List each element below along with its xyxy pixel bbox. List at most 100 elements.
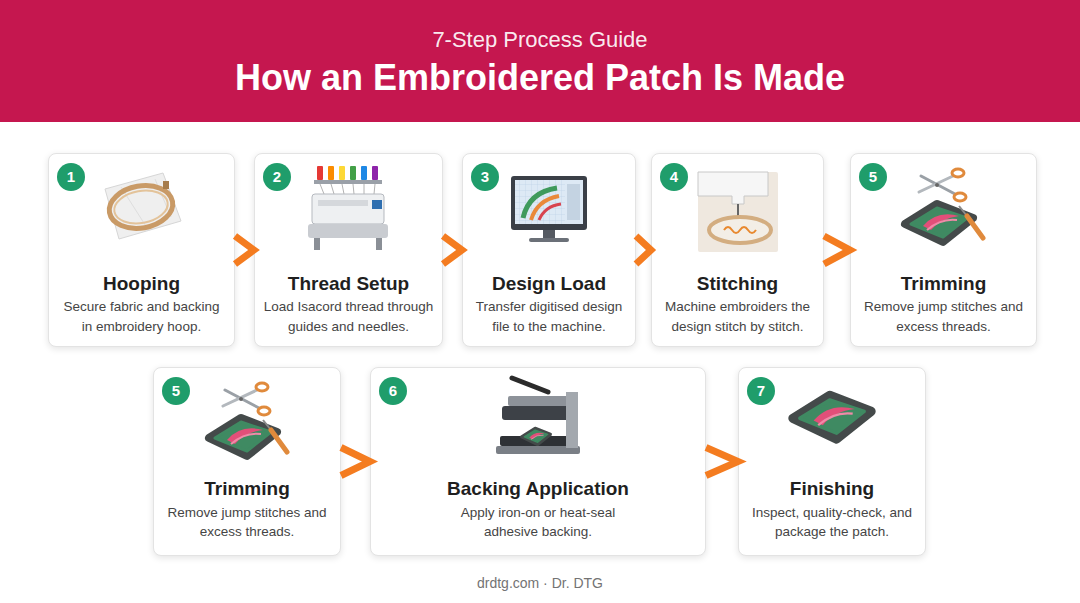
page-title: How an Embroidered Patch Is Made: [0, 57, 1080, 99]
thread-spool: [350, 166, 356, 180]
press-heat-plate: [502, 406, 574, 420]
step-title: Stitching: [652, 273, 823, 295]
heat-press-icon: [496, 378, 580, 454]
step-title: Finishing: [739, 478, 925, 500]
machine-body: [312, 194, 384, 224]
step-card: StitchingMachine embroiders the design s…: [651, 153, 824, 347]
design-arc: [523, 188, 557, 218]
thread-spool: [317, 166, 323, 180]
step-description: Secure fabric and backing in embroidery …: [61, 297, 222, 337]
hoop-ring: [106, 181, 176, 233]
design-arc: [531, 196, 559, 220]
step-title: Trimming: [154, 478, 340, 500]
step-number: 2: [263, 163, 291, 191]
hoop-icon: [105, 173, 181, 239]
monitor-neck: [543, 230, 555, 238]
monitor-frame: [511, 176, 587, 230]
step-number: 4: [660, 163, 688, 191]
monitor-screen: [515, 180, 583, 224]
footer-credit: drdtg.com · Dr. DTG: [0, 574, 1080, 592]
number-badge: 3: [471, 163, 499, 191]
step-card: Design LoadTransfer digitised design fil…: [462, 153, 636, 347]
stitching-icon: [698, 172, 778, 252]
step-title: Trimming: [851, 273, 1036, 295]
press-top: [508, 396, 568, 406]
number-badge: 5: [859, 163, 887, 191]
step-title: Hooping: [49, 273, 234, 295]
needle: [737, 204, 739, 222]
thread-spool: [328, 166, 334, 180]
trimming-icon: [905, 169, 983, 242]
flow-arrow: [443, 236, 462, 264]
design-arc: [539, 204, 561, 220]
step-number: 1: [57, 163, 85, 191]
finished-patch-icon: [793, 395, 871, 439]
step-number: 7: [747, 377, 775, 405]
monitor-icon: [511, 176, 587, 242]
press-handle: [512, 378, 548, 392]
flow-arrow: [636, 236, 651, 264]
stitched-thread: [724, 227, 756, 233]
step-title: Thread Setup: [255, 273, 442, 295]
spool-rack: [314, 180, 382, 184]
hoop-inner-ring: [112, 187, 171, 228]
hoop-screw: [163, 181, 169, 189]
flow-arrow: [706, 448, 738, 476]
machine-base: [308, 224, 388, 238]
step-description: Remove jump stitches and excess threads.: [861, 297, 1026, 337]
step-description: Apply iron-on or heat-seal adhesive back…: [443, 503, 633, 541]
step-card: Thread SetupLoad Isacord thread through …: [254, 153, 443, 347]
flow-arrow: [824, 236, 850, 264]
machine-screen: [372, 200, 382, 209]
step-number: 3: [471, 163, 499, 191]
press-platen: [500, 436, 576, 446]
step-card: TrimmingRemove jump stitches and excess …: [850, 153, 1037, 347]
number-badge: 6: [379, 377, 407, 405]
press-base: [496, 446, 580, 454]
step-number: 6: [379, 377, 407, 405]
step-description: Machine embroiders the design stitch by …: [660, 297, 815, 337]
thread-line: [320, 184, 375, 194]
thread-spool: [361, 166, 367, 180]
step-card: FinishingInspect, quality-check, and pac…: [738, 367, 926, 556]
step-description: Inspect, quality-check, and package the …: [747, 503, 917, 541]
step-card: Backing ApplicationApply iron-on or heat…: [370, 367, 706, 556]
trimming-icon: [209, 383, 287, 456]
number-badge: 2: [263, 163, 291, 191]
header-band: How an Embroidered Patch Is Made 7-Step P…: [0, 0, 1080, 122]
number-badge: 5: [162, 377, 190, 405]
step-title: Backing Application: [371, 478, 705, 500]
screen-grid: [515, 180, 565, 224]
hoop-ring: [709, 217, 771, 243]
thread-spool: [339, 166, 345, 180]
machine-leg: [314, 238, 320, 250]
monitor-base: [529, 238, 569, 242]
step-card: TrimmingRemove jump stitches and excess …: [153, 367, 341, 556]
machine-leg: [376, 238, 382, 250]
press-column: [566, 392, 578, 448]
number-badge: 4: [660, 163, 688, 191]
machine-heads: [318, 200, 368, 206]
photo-backdrop: [698, 172, 778, 252]
step-number: 5: [859, 163, 887, 191]
step-number: 5: [162, 377, 190, 405]
fabric-square: [105, 173, 181, 239]
flow-arrow: [341, 448, 370, 476]
machine-arm: [698, 172, 768, 204]
step-description: Transfer digitised design file to the ma…: [471, 297, 627, 337]
machine-icon: [308, 166, 388, 250]
flow-arrow: [235, 236, 254, 264]
patch-icon: [522, 428, 551, 444]
number-badge: 7: [747, 377, 775, 405]
number-badge: 1: [57, 163, 85, 191]
subtitle: 7-Step Process Guide: [0, 27, 1080, 53]
step-title: Design Load: [463, 273, 635, 295]
screen-panel: [567, 184, 580, 220]
step-description: Load Isacord thread through guides and n…: [261, 297, 436, 337]
thread-spool: [372, 166, 378, 180]
fabric-fold: [121, 179, 171, 231]
step-description: Remove jump stitches and excess threads.: [164, 503, 330, 541]
step-card: HoopingSecure fabric and backing in embr…: [48, 153, 235, 347]
